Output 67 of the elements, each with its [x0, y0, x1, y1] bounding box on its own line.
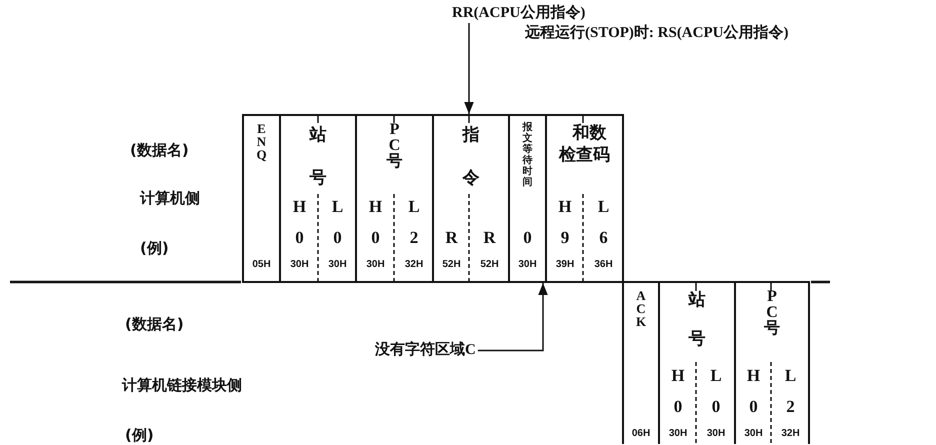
field-cell — [545, 114, 624, 283]
hex-code: 05H — [252, 260, 271, 270]
byte-label: H — [292, 198, 306, 214]
example-value: 0 — [712, 398, 720, 414]
row-label: (数据名) — [130, 143, 189, 158]
hex-code: 30H — [366, 260, 385, 270]
example-value: 0 — [749, 398, 758, 414]
byte-label: L — [784, 366, 796, 384]
annotation-label: 远程运行(STOP)时: RS(ACPU公用指令) — [525, 26, 788, 41]
field-name: PC号 — [764, 289, 780, 337]
hex-code: 32H — [404, 260, 424, 270]
byte-label: L — [710, 366, 722, 384]
example-value: 2 — [410, 228, 418, 246]
row-label: (例) — [140, 241, 169, 256]
byte-label: H — [746, 366, 760, 384]
hex-code: 52H — [442, 260, 461, 270]
byte-label: H — [671, 366, 685, 384]
field-cell — [658, 281, 734, 444]
example-value: 6 — [599, 228, 608, 246]
row-label: 计算机链接模块侧 — [122, 378, 242, 393]
annotation-label: RR(ACPU公用指令) — [452, 6, 586, 21]
field-name: 站号 — [310, 124, 326, 190]
field-cell — [734, 281, 810, 444]
byte-label: L — [598, 198, 610, 214]
example-value: 9 — [560, 228, 570, 246]
example-value: 0 — [333, 228, 342, 246]
field-name: ACK — [634, 289, 648, 328]
hex-code: 39H — [556, 260, 574, 270]
hex-code: 52H — [480, 260, 499, 270]
field-name: 站号 — [688, 289, 706, 352]
hex-code: 32H — [781, 429, 800, 439]
field-name: 指令 — [462, 124, 480, 190]
byte-label: H — [558, 198, 572, 214]
row-label: 计算机侧 — [140, 191, 200, 206]
field-name: ENQ — [255, 122, 268, 161]
hex-code: 30H — [290, 260, 309, 270]
example-value: 0 — [371, 228, 380, 246]
row-label: (例) — [125, 428, 154, 443]
field-cell — [242, 114, 279, 283]
hex-code: 30H — [518, 260, 537, 270]
byte-label: L — [332, 198, 344, 214]
hex-code: 06H — [632, 429, 650, 439]
annotation-label: 没有字符区域C — [375, 343, 476, 358]
field-cell — [279, 114, 355, 283]
hex-code: 30H — [668, 429, 688, 439]
arrow — [464, 23, 474, 114]
field-name: 和数检查码 — [558, 122, 611, 166]
example-value: 0 — [523, 228, 532, 246]
field-cell — [622, 281, 658, 444]
example-value: 2 — [786, 398, 795, 414]
hex-code: 30H — [744, 429, 763, 439]
arrow — [478, 283, 548, 352]
hex-code: 30H — [706, 429, 726, 439]
row-label: (数据名) — [125, 317, 184, 332]
byte-label: L — [408, 198, 420, 214]
field-cell — [508, 114, 545, 283]
example-value: R — [445, 228, 458, 246]
hex-code: 30H — [328, 260, 347, 270]
field-name: PC号 — [386, 122, 402, 170]
example-value: 0 — [674, 398, 682, 414]
example-value: R — [483, 228, 496, 246]
byte-label: H — [368, 198, 382, 214]
field-name: 报文等待时间 — [522, 122, 532, 188]
field-cell — [355, 114, 432, 283]
example-value: 0 — [295, 228, 304, 246]
hex-code: 36H — [594, 260, 613, 270]
field-cell — [432, 114, 508, 283]
